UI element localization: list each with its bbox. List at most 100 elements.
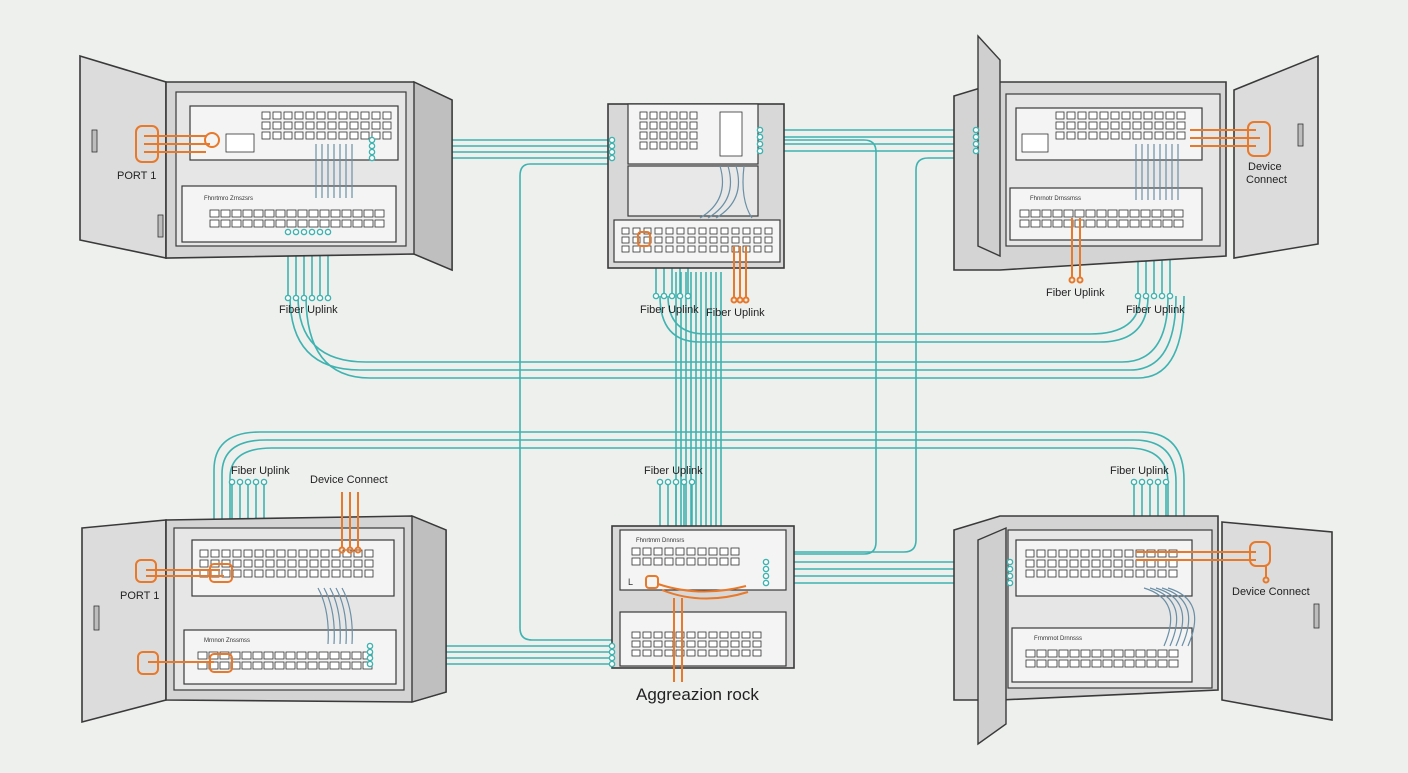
port[interactable] [752, 649, 762, 657]
port[interactable] [1025, 649, 1036, 658]
port[interactable] [679, 141, 688, 150]
port[interactable] [632, 236, 641, 244]
port[interactable] [1102, 649, 1113, 658]
port[interactable] [1080, 559, 1090, 568]
port[interactable] [631, 557, 641, 566]
port[interactable] [659, 131, 668, 140]
port[interactable] [676, 227, 685, 235]
port[interactable] [263, 661, 274, 670]
cabinet-door-left-br[interactable] [977, 526, 1007, 746]
port[interactable] [1102, 569, 1112, 578]
port[interactable] [1162, 219, 1173, 228]
port[interactable] [631, 649, 641, 657]
port[interactable] [294, 111, 304, 120]
port[interactable] [1052, 219, 1063, 228]
port[interactable] [353, 559, 363, 568]
port[interactable] [753, 227, 762, 235]
port[interactable] [374, 219, 385, 228]
port[interactable] [1118, 219, 1129, 228]
port[interactable] [331, 569, 341, 578]
port[interactable] [731, 236, 740, 244]
port[interactable] [286, 219, 297, 228]
port[interactable] [1154, 121, 1164, 130]
port[interactable] [263, 651, 274, 660]
port[interactable] [1113, 569, 1123, 578]
port[interactable] [286, 209, 297, 218]
port[interactable] [319, 209, 330, 218]
port[interactable] [253, 219, 264, 228]
cabinet-door-right-br[interactable] [1221, 521, 1333, 721]
port[interactable] [669, 111, 678, 120]
port[interactable] [1047, 559, 1057, 568]
door-handle[interactable] [93, 605, 100, 631]
port[interactable] [697, 640, 707, 648]
port[interactable] [1096, 219, 1107, 228]
port[interactable] [719, 649, 729, 657]
port[interactable] [1176, 111, 1186, 120]
port[interactable] [719, 640, 729, 648]
port[interactable] [675, 640, 685, 648]
port[interactable] [730, 649, 740, 657]
port[interactable] [1124, 649, 1135, 658]
port[interactable] [639, 111, 648, 120]
port[interactable] [329, 651, 340, 660]
port[interactable] [649, 131, 658, 140]
port[interactable] [327, 111, 337, 120]
port[interactable] [1088, 111, 1098, 120]
port[interactable] [753, 245, 762, 253]
port[interactable] [220, 219, 231, 228]
port[interactable] [242, 219, 253, 228]
port[interactable] [363, 209, 374, 218]
port[interactable] [1165, 111, 1175, 120]
port[interactable] [654, 236, 663, 244]
cabinet-door-right-tr[interactable] [1233, 54, 1319, 259]
port[interactable] [709, 227, 718, 235]
port[interactable] [351, 661, 362, 670]
port[interactable] [1107, 209, 1118, 218]
port[interactable] [741, 649, 751, 657]
port[interactable] [254, 569, 264, 578]
port[interactable] [1080, 549, 1090, 558]
port[interactable] [649, 141, 658, 150]
port[interactable] [1173, 209, 1184, 218]
port[interactable] [294, 131, 304, 140]
port[interactable] [1154, 131, 1164, 140]
port[interactable] [1052, 209, 1063, 218]
port[interactable] [1157, 559, 1167, 568]
port[interactable] [197, 661, 208, 670]
port[interactable] [241, 651, 252, 660]
port[interactable] [287, 559, 297, 568]
port[interactable] [374, 209, 385, 218]
port[interactable] [1091, 559, 1101, 568]
port[interactable] [1146, 549, 1156, 558]
port[interactable] [642, 640, 652, 648]
port[interactable] [697, 649, 707, 657]
port[interactable] [253, 209, 264, 218]
port[interactable] [1124, 659, 1135, 668]
port[interactable] [1110, 131, 1120, 140]
port[interactable] [296, 651, 307, 660]
port[interactable] [1132, 111, 1142, 120]
port[interactable] [265, 549, 275, 558]
port[interactable] [664, 547, 674, 556]
port[interactable] [305, 121, 315, 130]
port[interactable] [241, 661, 252, 670]
port[interactable] [330, 209, 341, 218]
port[interactable] [669, 131, 678, 140]
port[interactable] [363, 219, 374, 228]
port[interactable] [1157, 649, 1168, 658]
port[interactable] [360, 131, 370, 140]
port[interactable] [309, 569, 319, 578]
port[interactable] [1102, 659, 1113, 668]
port[interactable] [679, 131, 688, 140]
port[interactable] [1069, 649, 1080, 658]
port[interactable] [352, 219, 363, 228]
switch-br-1[interactable] [1015, 539, 1193, 597]
port[interactable] [254, 549, 264, 558]
port[interactable] [1124, 569, 1134, 578]
port[interactable] [730, 640, 740, 648]
port[interactable] [1176, 121, 1186, 130]
port[interactable] [708, 649, 718, 657]
port[interactable] [720, 227, 729, 235]
port[interactable] [653, 557, 663, 566]
